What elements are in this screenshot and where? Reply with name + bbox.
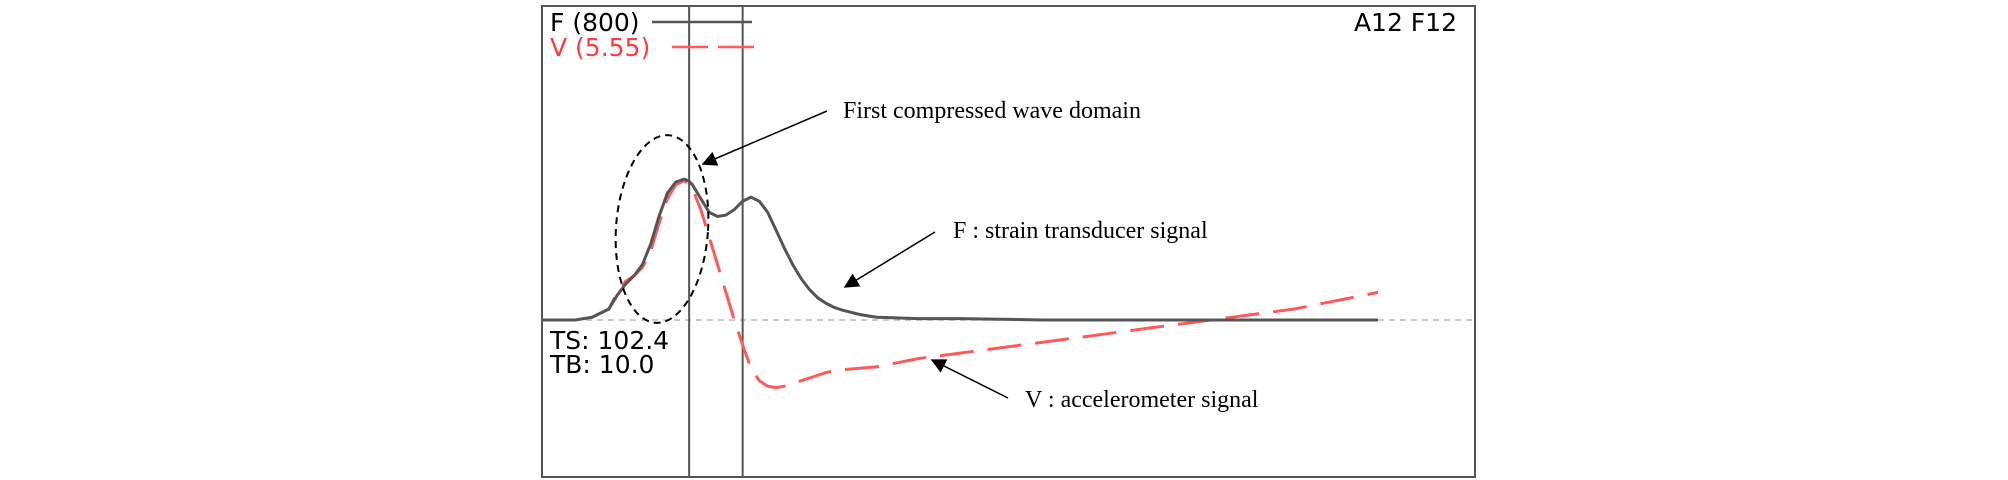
annotation-wave-domain-arrow [701,110,828,166]
chart-frame [541,5,1476,478]
tb-readout: TB: 10.0 [549,350,654,379]
annotation-velocity-signal: V : accelerometer signal [1025,387,1259,413]
annotation-wave-domain: First compressed wave domain [843,98,1141,124]
wave-domain-ellipse [614,134,710,324]
annotation-force-signal: F : strain transducer signal [953,218,1208,244]
record-id: A12 F12 [1354,8,1457,37]
legend-velocity-label: V (5.55) [550,33,650,62]
annotation-velocity-signal-arrow [930,359,1009,399]
force-series-line [542,177,1378,322]
velocity-series-line [542,178,1379,390]
legend-force-label: F (800) [550,8,640,37]
annotation-force-signal-arrow [843,231,936,288]
ts-readout: TS: 102.4 [549,326,669,355]
